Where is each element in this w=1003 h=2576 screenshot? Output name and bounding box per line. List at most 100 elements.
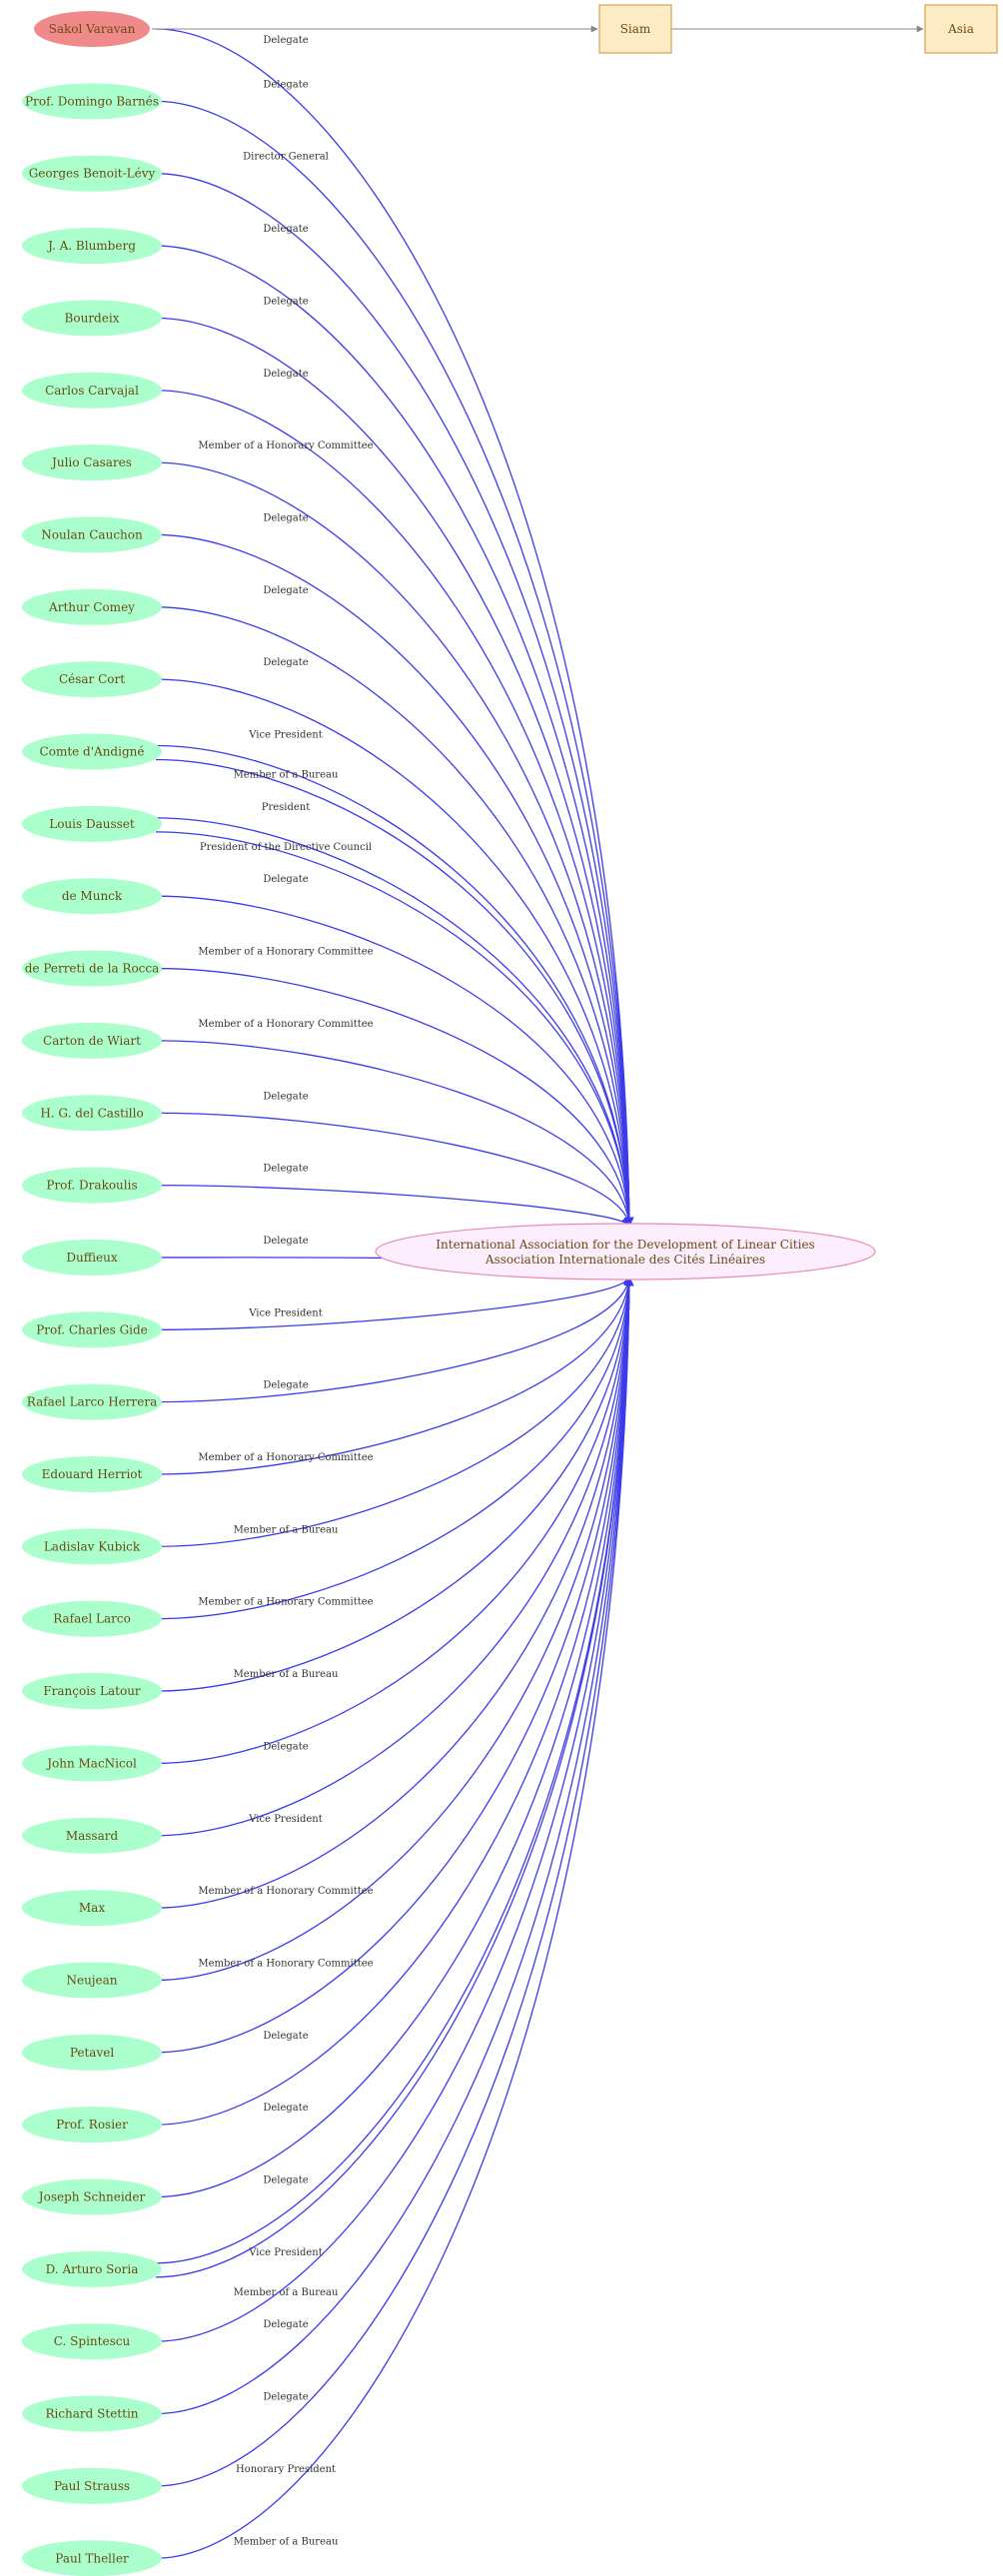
person-node-georges-benoit-levy[interactable]: Georges Benoit-Lévy xyxy=(22,155,162,192)
edge-label: Delegate xyxy=(263,1236,308,1247)
person-label: François Latour xyxy=(43,1684,141,1698)
edge-label: Delegate xyxy=(263,657,308,668)
person-label: Richard Stettin xyxy=(45,2407,138,2421)
person-node-carton-de-wiart[interactable]: Carton de Wiart xyxy=(22,1022,162,1059)
edge-prof-domingo-barnes-delegate xyxy=(155,100,634,1227)
edge-label: Delegate xyxy=(263,296,308,307)
person-node-edouard-herriot[interactable]: Edouard Herriot xyxy=(22,1456,162,1492)
edge-joseph-schneider-delegate xyxy=(155,1277,634,2198)
edge-label: Delegate xyxy=(263,2175,308,2186)
country-node-siam[interactable]: Siam xyxy=(598,4,672,54)
person-node-paul-strauss[interactable]: Paul Strauss xyxy=(22,2467,162,2504)
edge-label: Delegate xyxy=(263,512,308,523)
person-label: D. Arturo Soria xyxy=(46,2262,139,2276)
person-label: César Cort xyxy=(59,672,125,686)
country-node-asia[interactable]: Asia xyxy=(924,4,998,54)
edge-label: Delegate xyxy=(263,1091,308,1102)
person-label: Prof. Rosier xyxy=(56,2118,128,2132)
edge-paul-strauss-honorary-president xyxy=(155,1277,634,2487)
edge-cesar-cort-delegate xyxy=(155,678,634,1227)
edge-d-arturo-soria-member-of-a-bureau xyxy=(155,1277,634,2278)
person-label: Sakol Varavan xyxy=(49,22,136,36)
edge-label: Delegate xyxy=(263,1380,308,1391)
person-node-noulan-cauchon[interactable]: Noulan Cauchon xyxy=(22,516,162,553)
person-node-louis-dausset[interactable]: Louis Dausset xyxy=(22,805,162,842)
person-node-d-arturo-soria[interactable]: D. Arturo Soria xyxy=(22,2250,162,2287)
person-node-j-a-blumberg[interactable]: J. A. Blumberg xyxy=(22,228,162,265)
person-node-bourdeix[interactable]: Bourdeix xyxy=(22,300,162,337)
edge-neujean-member-of-a-honorary-committee xyxy=(155,1277,634,1982)
person-label: Petavel xyxy=(70,2046,114,2060)
person-label: Carlos Carvajal xyxy=(45,384,139,398)
person-node-julio-casares[interactable]: Julio Casares xyxy=(22,444,162,481)
edge-label: Delegate xyxy=(263,874,308,885)
person-node-francois-latour[interactable]: François Latour xyxy=(22,1673,162,1710)
person-node-duffieux[interactable]: Duffieux xyxy=(22,1239,162,1276)
person-node-ladislav-kubick[interactable]: Ladislav Kubick xyxy=(22,1528,162,1565)
edge-john-macnicol-delegate xyxy=(155,1277,634,1765)
person-node-prof-domingo-barnes[interactable]: Prof. Domingo Barnés xyxy=(22,83,162,120)
person-node-prof-charles-gide[interactable]: Prof. Charles Gide xyxy=(22,1311,162,1348)
person-label: Noulan Cauchon xyxy=(41,527,143,541)
edge-label: Member of a Bureau xyxy=(234,1669,339,1680)
edge-label: Delegate xyxy=(263,35,308,46)
person-node-de-munck[interactable]: de Munck xyxy=(22,878,162,915)
edge-label: Member of a Bureau xyxy=(234,2287,339,2298)
edge-j-a-blumberg-delegate xyxy=(155,245,634,1227)
edge-label: Director General xyxy=(243,152,329,163)
person-node-joseph-schneider[interactable]: Joseph Schneider xyxy=(22,2178,162,2215)
edge-label: Vice President xyxy=(248,2247,322,2258)
person-label: Joseph Schneider xyxy=(37,2190,146,2204)
country-label: Asia xyxy=(947,22,974,36)
edge-label: Vice President xyxy=(248,1307,322,1318)
person-label: Arthur Comey xyxy=(48,600,135,614)
edge-label: Vice President xyxy=(248,730,322,741)
person-label: Rafael Larco Herrera xyxy=(27,1395,157,1409)
person-node-sakol-varavan[interactable]: Sakol Varavan xyxy=(34,11,150,47)
person-label: C. Spintescu xyxy=(54,2334,131,2348)
edge-label: Member of a Honorary Committee xyxy=(198,1958,373,1969)
person-label: Comte d'Andigné xyxy=(40,745,145,759)
hub-node-association[interactable]: International Association for the Develo… xyxy=(375,1223,876,1281)
person-node-prof-rosier[interactable]: Prof. Rosier xyxy=(22,2107,162,2144)
person-node-rafael-larco-herrera[interactable]: Rafael Larco Herrera xyxy=(22,1383,162,1420)
person-label: Louis Dausset xyxy=(49,817,135,831)
edge-edouard-herriot-member-of-a-honorary-committee xyxy=(155,1277,633,1475)
edge-label: Member of a Bureau xyxy=(234,1524,339,1535)
person-node-cesar-cort[interactable]: César Cort xyxy=(22,661,162,698)
person-node-neujean[interactable]: Neujean xyxy=(22,1962,162,1999)
person-label: J. A. Blumberg xyxy=(46,239,136,253)
person-node-richard-stettin[interactable]: Richard Stettin xyxy=(22,2395,162,2432)
edge-label: Member of a Honorary Committee xyxy=(198,1597,373,1608)
person-node-comte-d-andigne[interactable]: Comte d'Andigné xyxy=(22,733,162,770)
edge-julio-casares-member-of-a-honorary-committee xyxy=(155,461,634,1227)
person-node-h-g-del-castillo[interactable]: H. G. del Castillo xyxy=(22,1095,162,1132)
person-node-c-spintescu[interactable]: C. Spintescu xyxy=(22,2323,162,2360)
person-label: Duffieux xyxy=(66,1251,118,1265)
edge-label: Delegate xyxy=(263,2103,308,2114)
person-label: Prof. Domingo Barnés xyxy=(25,94,159,108)
person-node-petavel[interactable]: Petavel xyxy=(22,2034,162,2071)
edge-comte-d-andigne-member-of-a-bureau xyxy=(155,758,634,1227)
edge-noulan-cauchon-delegate xyxy=(155,533,634,1227)
person-node-carlos-carvajal[interactable]: Carlos Carvajal xyxy=(22,372,162,409)
hub-title-en: International Association for the Develo… xyxy=(436,1238,814,1252)
edge-h-g-del-castillo-delegate xyxy=(155,1112,633,1227)
person-node-massard[interactable]: Massard xyxy=(22,1817,162,1854)
person-node-john-macnicol[interactable]: John MacNicol xyxy=(22,1745,162,1782)
person-node-max[interactable]: Max xyxy=(22,1890,162,1927)
person-node-prof-drakoulis[interactable]: Prof. Drakoulis xyxy=(22,1167,162,1204)
edge-c-spintescu-delegate xyxy=(155,1277,634,2342)
edge-carlos-carvajal-delegate xyxy=(155,390,634,1227)
person-label: John MacNicol xyxy=(45,1756,137,1770)
person-label: Paul Strauss xyxy=(54,2479,130,2493)
person-node-paul-theller[interactable]: Paul Theller xyxy=(22,2540,162,2576)
edge-label: Member of a Honorary Committee xyxy=(198,1886,373,1897)
person-node-de-perreti-de-la-rocca[interactable]: de Perreti de la Rocca xyxy=(22,950,162,987)
person-label: H. G. del Castillo xyxy=(40,1106,143,1120)
person-node-arthur-comey[interactable]: Arthur Comey xyxy=(22,588,162,625)
person-node-rafael-larco[interactable]: Rafael Larco xyxy=(22,1600,162,1637)
edge-label: Member of a Honorary Committee xyxy=(198,947,373,958)
